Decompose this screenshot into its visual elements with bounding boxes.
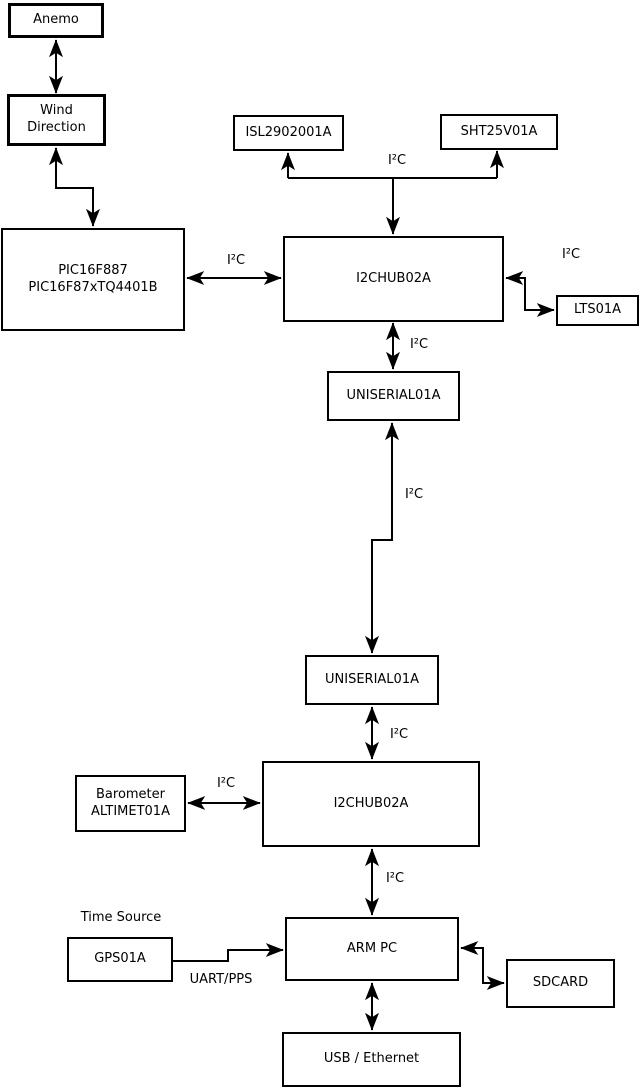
connector-gps-armpc	[173, 943, 284, 962]
node-wind-direction: Wind Direction	[7, 94, 106, 146]
node-usb-ethernet: USB / Ethernet	[282, 1032, 461, 1087]
node-i2chub02a-lower: I2CHUB02A	[262, 761, 480, 847]
node-pic16f887: PIC16F887 PIC16F87xTQ4401B	[1, 228, 185, 331]
node-barometer-altimet01a: Barometer ALTIMET01A	[75, 775, 186, 832]
edge-label-i2c-hub-armpc: I²C	[385, 871, 405, 887]
node-gps01a: GPS01A	[67, 937, 173, 982]
label-time-source: Time Source	[80, 910, 162, 926]
node-i2chub02a-upper: I2CHUB02A	[283, 236, 504, 322]
node-anemo: Anemo	[8, 3, 104, 38]
connector-uniserial-uniserial	[365, 422, 399, 654]
edge-label-i2c-sensor-bus: I²C	[387, 153, 407, 169]
node-lts01a: LTS01A	[556, 295, 639, 326]
edge-label-i2c-lts: I²C	[561, 247, 581, 263]
node-uniserial01a-lower: UNISERIAL01A	[305, 655, 439, 705]
node-sdcard: SDCARD	[506, 959, 615, 1008]
node-sht25v01a: SHT25V01A	[440, 114, 558, 150]
node-uniserial01a-upper: UNISERIAL01A	[327, 371, 460, 421]
edge-label-i2c-uniserial-hub: I²C	[389, 727, 409, 743]
edge-label-i2c-pic-hub: I²C	[226, 253, 246, 269]
edge-label-i2c-barometer: I²C	[216, 776, 236, 792]
connector-hub-upper-lts	[505, 271, 555, 317]
edge-label-i2c-hub-uniserial: I²C	[409, 337, 429, 353]
node-isl2902001a: ISL2902001A	[233, 115, 344, 151]
connector-wind-pic	[49, 147, 100, 227]
connector-armpc-sdcard	[460, 941, 505, 990]
node-arm-pc: ARM PC	[285, 917, 459, 981]
edge-label-i2c-uniserial-link: I²C	[404, 487, 424, 503]
edge-label-uart-pps: UART/PPS	[189, 972, 253, 988]
